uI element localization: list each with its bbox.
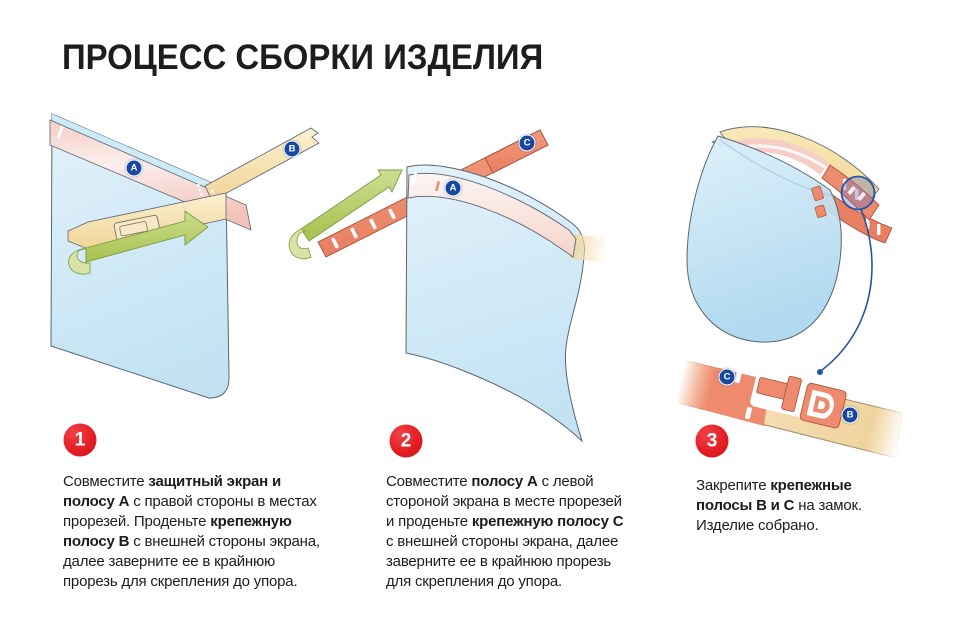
strap-b-end: [570, 234, 605, 264]
arrow-right-icon: [85, 210, 209, 263]
lock-detail: [750, 367, 847, 429]
headband-inner-pink: [734, 138, 829, 175]
step-2-illustration: [288, 129, 605, 443]
arrow-up-right-icon: [300, 169, 403, 242]
strap-a-badge: A: [444, 179, 462, 197]
strap-c-tip: [484, 129, 549, 174]
strap-c-badge: C: [518, 134, 536, 152]
page-title: ПРОЦЕСС СБОРКИ ИЗДЕЛИЯ: [62, 38, 544, 77]
magnifier-circle: [840, 175, 876, 211]
connector-line: [821, 208, 873, 371]
strap-b-badge: B: [841, 406, 859, 424]
arrow-curl: [68, 247, 91, 275]
step-2-number-badge: 2: [389, 424, 423, 458]
step-3-number-badge: 3: [695, 424, 729, 458]
connector-dot: [817, 369, 823, 375]
strap-b-badge: B: [283, 140, 301, 158]
strap-c-badge: C: [718, 368, 736, 386]
strap-a-badge: A: [125, 159, 143, 177]
step-1-number-badge: 1: [63, 423, 97, 457]
step-1-illustration: [49, 113, 320, 399]
arrow-curl: [288, 228, 312, 260]
shield-screen: [686, 135, 842, 343]
step-3-illustration: [677, 126, 903, 459]
